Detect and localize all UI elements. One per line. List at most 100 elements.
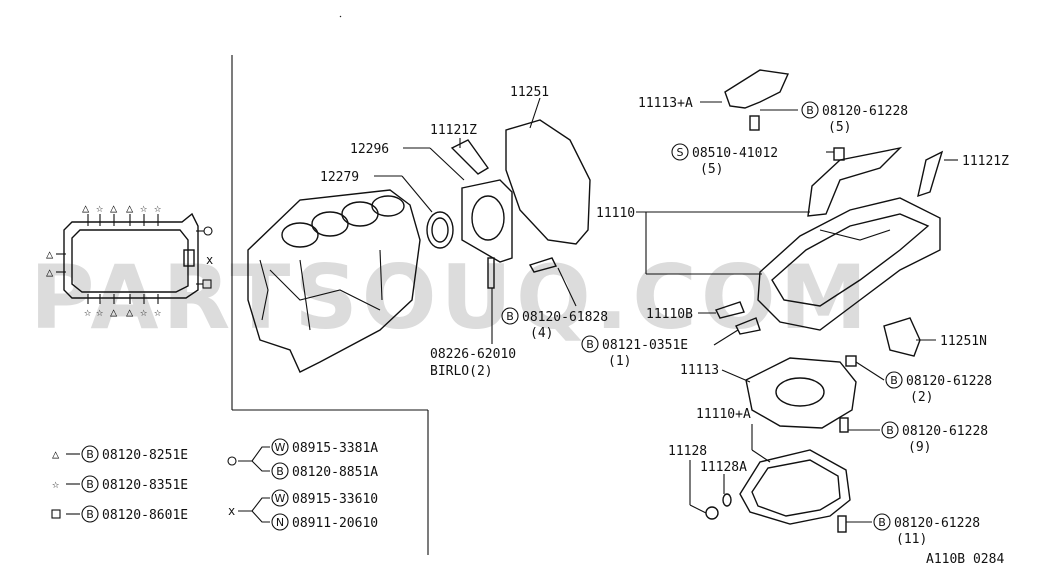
svg-text:☆: ☆: [140, 305, 147, 319]
b-marker: [81, 505, 99, 523]
bolt-41012: [833, 147, 845, 161]
b-marker-letter: B: [806, 104, 814, 117]
svg-text:☆: ☆: [154, 201, 161, 215]
bolt-61228-2: [845, 355, 857, 367]
stud: [487, 257, 495, 289]
label-11113: 11113: [680, 363, 719, 378]
legend-triangle-part: 08120-8251E: [102, 448, 188, 463]
svg-text:△: △: [46, 247, 54, 261]
label-11121z-right: 11121Z: [962, 154, 1009, 169]
legend-star-part: 08120-8351E: [102, 478, 188, 493]
b-marker: [885, 371, 903, 389]
b-marker: [881, 421, 899, 439]
bolt-11110b: [715, 301, 745, 319]
label-11121z-left: 11121Z: [430, 123, 477, 138]
label-11128: 11128: [668, 444, 707, 459]
qty-4: (4): [530, 326, 553, 341]
qty-5-a: (5): [828, 120, 851, 135]
bolt-0351e: [735, 317, 761, 335]
oil-seal: [426, 211, 454, 249]
w-marker-letter: W: [275, 441, 286, 454]
label-08121-0351e: 08121-0351E: [602, 338, 688, 353]
legend-x-n-part: 08911-20610: [292, 516, 378, 531]
gasket-11251n: [883, 317, 921, 357]
drain-washer: [722, 493, 732, 507]
qty-9: (9): [908, 440, 931, 455]
svg-text:☆: ☆: [96, 201, 103, 215]
svg-text:☆: ☆: [96, 305, 103, 319]
label-11251n: 11251N: [940, 334, 987, 349]
svg-text:△: △: [110, 201, 118, 215]
qty-2: (2): [910, 390, 933, 405]
label-11110: 11110: [596, 206, 635, 221]
svg-text:☆: ☆: [84, 305, 91, 319]
b-marker-letter: B: [890, 374, 898, 387]
label-birlo: BIRLO(2): [430, 364, 493, 379]
svg-text:△: △: [126, 305, 134, 319]
svg-text:△: △: [110, 305, 118, 319]
legend-circle-b-part: 08120-8851A: [292, 465, 378, 480]
b-marker-letter: B: [586, 338, 594, 351]
circle-symbol: [227, 456, 237, 466]
baffle-plate: [745, 357, 857, 429]
leader-lines: [374, 97, 958, 523]
seal-retainer: [461, 179, 513, 263]
label-11110b: 11110B: [646, 307, 693, 322]
b-marker-letter: B: [86, 508, 94, 521]
bolt-pattern-gasket: x △☆△ △☆☆ ☆☆△ △☆☆ △△: [46, 201, 213, 319]
svg-text:☆: ☆: [140, 201, 147, 215]
drain-plug: [705, 506, 719, 520]
bolt-bracket: [749, 115, 760, 131]
bracket-11113a: [724, 69, 790, 109]
w-marker: [271, 438, 289, 456]
bolt-61228-9: [839, 417, 849, 433]
s-marker: [671, 143, 689, 161]
qty-1: (1): [608, 354, 631, 369]
b-marker: [801, 101, 819, 119]
b-marker: [581, 335, 599, 353]
b-marker-letter: B: [86, 478, 94, 491]
label-08120-61228-d: 08120-61228: [894, 516, 980, 531]
label-08510-41012: 08510-41012: [692, 146, 778, 161]
sealant-tube-right: [917, 150, 944, 198]
legend-x-w-part: 08915-33610: [292, 492, 378, 507]
label-11251: 11251: [510, 85, 549, 100]
n-marker-letter: N: [276, 516, 284, 529]
legend-circle-w-part: 08915-3381A: [292, 441, 378, 456]
qty-11: (11): [896, 532, 927, 547]
triangle-symbol: △: [52, 447, 60, 461]
qty-5-b: (5): [700, 162, 723, 177]
label-08120-61228-a: 08120-61228: [822, 104, 908, 119]
b-marker: [81, 445, 99, 463]
b-marker: [501, 307, 519, 325]
star-symbol: ☆: [52, 477, 59, 491]
dot-mark: [339, 15, 342, 18]
label-11110a: 11110+A: [696, 407, 751, 422]
b-marker-letter: B: [276, 465, 284, 478]
label-12279: 12279: [320, 170, 359, 185]
square-symbol: [51, 509, 61, 519]
svg-text:☆: ☆: [154, 305, 161, 319]
bolt-61828: [528, 257, 558, 273]
sealant-tube-left: [450, 139, 490, 175]
label-08226-62010: 08226-62010: [430, 347, 516, 362]
b-marker: [271, 462, 289, 480]
b-marker-letter: B: [506, 310, 514, 323]
b-marker: [81, 475, 99, 493]
b-marker: [873, 513, 891, 531]
oil-pan-upper: [757, 197, 941, 331]
x-mark-label: x: [206, 253, 213, 267]
label-11113a: 11113+A: [638, 96, 693, 111]
w-marker: [271, 489, 289, 507]
svg-text:△: △: [126, 201, 134, 215]
rear-gasket: [505, 119, 591, 245]
s-marker-letter: S: [677, 146, 684, 159]
b-marker-letter: B: [86, 448, 94, 461]
seal-strip: [807, 146, 903, 217]
diagram-code: A110B 0284: [926, 552, 1004, 567]
b-marker-letter: B: [886, 424, 894, 437]
label-12296: 12296: [350, 142, 389, 157]
legend-square-part: 08120-8601E: [102, 508, 188, 523]
label-11128a: 11128A: [700, 460, 747, 475]
